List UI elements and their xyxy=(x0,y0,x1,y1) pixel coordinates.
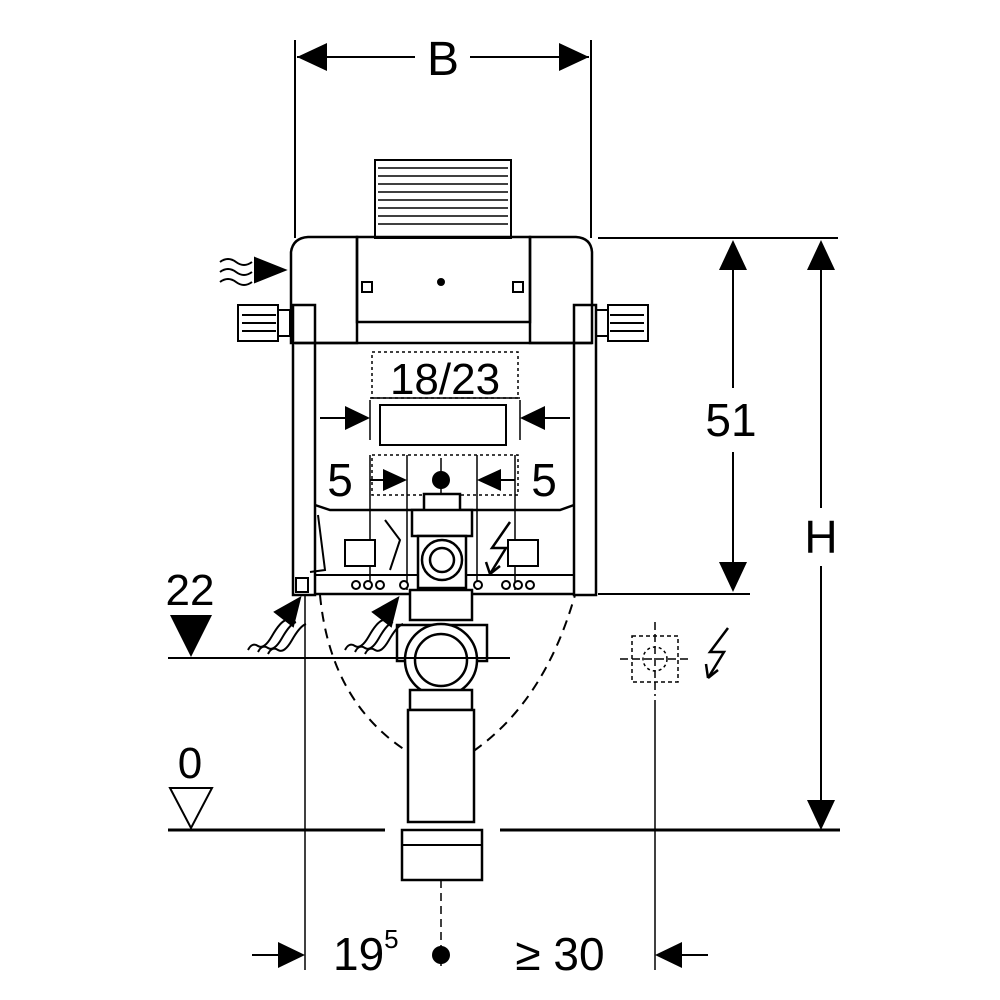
cistern-top xyxy=(289,159,594,345)
pipe-level-label: 22 xyxy=(166,566,215,615)
electric-icon xyxy=(704,627,729,679)
water-inlet-icon xyxy=(247,595,307,655)
floor-level-marker-icon xyxy=(168,787,214,831)
dimension-18-23-label: 18/23 xyxy=(390,355,500,404)
level-marker-icon xyxy=(170,615,212,657)
dimension-5-5: 5 5 xyxy=(327,454,557,590)
wall-distance-label: 195 xyxy=(333,924,399,980)
dimension-bottom: 195 ≥ 30 xyxy=(252,924,708,980)
dimension-h: H xyxy=(750,237,838,830)
drain-pipe xyxy=(395,588,489,882)
offset-left-label: 5 xyxy=(327,454,353,506)
dimension-18-23: 18/23 xyxy=(320,351,570,446)
mounting-holes xyxy=(344,539,539,590)
dimension-b-label: B xyxy=(427,33,459,86)
electric-icon xyxy=(484,521,512,575)
water-inlet-icon xyxy=(344,595,404,655)
dimension-h-label: H xyxy=(804,511,837,563)
wall-bracket-right xyxy=(595,304,649,342)
floor-level-label: 0 xyxy=(178,739,202,788)
dimension-51-label: 51 xyxy=(705,394,756,446)
level-22: 22 xyxy=(166,566,510,659)
level-0: 0 xyxy=(168,739,840,832)
socket-icon xyxy=(620,622,692,696)
dimension-b: B xyxy=(294,33,592,238)
dimension-51: 51 xyxy=(598,237,757,595)
wall-bracket-left xyxy=(237,304,291,342)
side-clearance-label: ≥ 30 xyxy=(515,928,604,980)
flush-outlet xyxy=(410,492,474,590)
offset-right-label: 5 xyxy=(531,454,557,506)
hose-mid xyxy=(384,519,402,571)
hose-left xyxy=(309,514,327,573)
water-inlet-icon xyxy=(219,256,288,286)
